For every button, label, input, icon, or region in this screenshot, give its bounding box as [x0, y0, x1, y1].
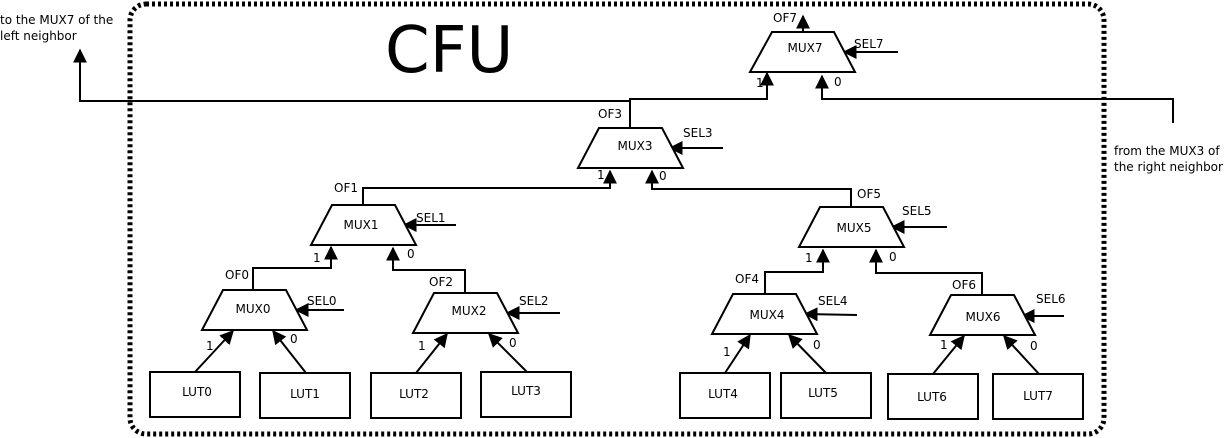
wire-lut6-to-mux6 [932, 334, 965, 375]
mux7-input1-label: 1 [756, 76, 764, 90]
of1-label: OF1 [334, 181, 358, 195]
sel1-label: SEL1 [416, 211, 446, 225]
lut7-label: LUT7 [1023, 389, 1053, 403]
mux6-block [928, 294, 1037, 336]
wire-lut7-to-mux6 [1003, 334, 1040, 375]
wire-of2-to-mux1 [386, 246, 466, 293]
of3-label: OF3 [598, 107, 622, 121]
mux6-input0-label: 0 [1030, 339, 1038, 353]
mux3-block [576, 127, 685, 169]
lut6-label: LUT6 [917, 390, 947, 404]
lut4-block [679, 372, 771, 419]
sel2-label: SEL2 [519, 294, 549, 308]
mux5-input0-label: 0 [889, 250, 897, 264]
left-neighbor-note-line2: left neighbor [0, 29, 77, 43]
sel4-label: SEL4 [818, 294, 848, 308]
wire-of0-to-mux1 [252, 245, 338, 290]
mux3-input0-label: 0 [659, 169, 667, 183]
mux2-input0-label: 0 [509, 336, 517, 350]
mux1-input0-label: 0 [407, 247, 415, 261]
mux0-input0-label: 0 [290, 332, 298, 346]
left-neighbor-note-line1: to the MUX7 of the [0, 13, 113, 27]
lut6-block [887, 373, 979, 420]
wire-of1-to-mux3 [362, 169, 617, 205]
wire-of3-to-mux7 [629, 71, 774, 101]
wire-lut3-to-mux2 [488, 333, 528, 373]
mux5-block [797, 206, 906, 248]
of6-label: OF6 [952, 278, 976, 292]
mux2-input1-label: 1 [418, 339, 426, 353]
wire-of4-to-mux5 [764, 248, 830, 294]
right-neighbor-note-line2: the right neighbor [1114, 160, 1223, 174]
lut1-label: LUT1 [290, 387, 320, 401]
wire-of6-to-mux5 [869, 248, 983, 295]
lut3-block [480, 371, 572, 418]
of0-label: OF0 [225, 268, 249, 282]
mux5-label: MUX5 [837, 221, 872, 235]
mux6-input1-label: 1 [940, 338, 948, 352]
right-neighbor-note-line1: from the MUX3 of [1114, 144, 1220, 158]
mux4-input0-label: 0 [813, 338, 821, 352]
mux1-input1-label: 1 [313, 251, 321, 265]
mux1-label: MUX1 [344, 218, 379, 232]
sel3-label: SEL3 [683, 126, 713, 140]
of4-label: OF4 [735, 272, 759, 286]
sel6-label: SEL6 [1036, 292, 1066, 306]
cfu-title: CFU [385, 14, 513, 88]
cfu-boundary [127, 1, 1107, 437]
wire-of5-to-mux3 [645, 169, 852, 207]
lut7-block [992, 373, 1084, 420]
mux4-block [710, 293, 819, 335]
mux6-label: MUX6 [966, 310, 1001, 324]
lut3-label: LUT3 [511, 384, 541, 398]
mux3-label: MUX3 [618, 139, 653, 153]
wire-of3-to-left-neighbor [73, 48, 631, 128]
lut0-label: LUT0 [182, 385, 212, 399]
wire-lut5-to-mux4 [788, 333, 827, 374]
wire-sel4 [803, 307, 858, 322]
mux0-block [200, 289, 309, 331]
mux4-input1-label: 1 [723, 345, 731, 359]
mux2-label: MUX2 [452, 304, 487, 318]
sel0-label: SEL0 [307, 294, 337, 308]
wire-right-neighbor-to-mux7 [815, 74, 1174, 123]
wire-lut1-to-mux0 [272, 329, 307, 374]
lut4-label: LUT4 [708, 387, 738, 401]
mux4-label: MUX4 [750, 308, 785, 322]
wire-lut4-to-mux4 [724, 333, 751, 374]
lut2-label: LUT2 [399, 387, 429, 401]
wire-lut0-to-mux0 [194, 329, 234, 373]
mux1-block [309, 204, 418, 246]
sel5-label: SEL5 [902, 204, 932, 218]
mux5-input1-label: 1 [805, 251, 813, 265]
sel7-label: SEL7 [854, 37, 884, 51]
mux7-input0-label: 0 [834, 75, 842, 89]
mux2-block [411, 292, 520, 334]
lut1-block [259, 372, 351, 419]
of7-label: OF7 [773, 11, 797, 25]
of5-label: OF5 [857, 187, 881, 201]
lut0-block [149, 371, 241, 418]
of2-label: OF2 [429, 275, 453, 289]
mux7-block [748, 31, 857, 73]
lut2-block [370, 372, 462, 419]
lut5-block [780, 372, 872, 419]
mux0-input1-label: 1 [206, 339, 214, 353]
lut5-label: LUT5 [808, 386, 838, 400]
mux3-input1-label: 1 [597, 168, 605, 182]
wire-lut2-to-mux2 [415, 332, 448, 374]
mux0-label: MUX0 [236, 302, 271, 316]
mux7-label: MUX7 [788, 41, 823, 55]
